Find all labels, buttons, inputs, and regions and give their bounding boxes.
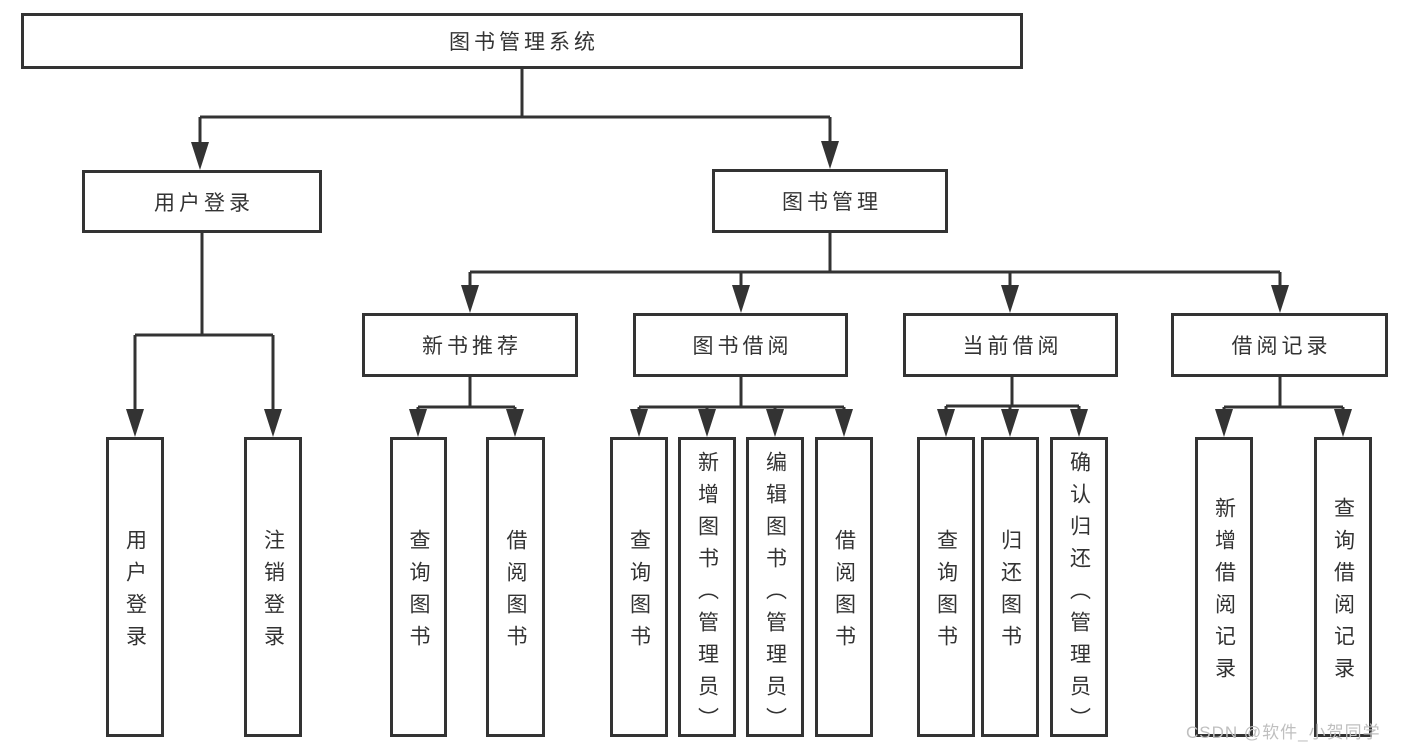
leaf-label: 归还图书: [998, 528, 1022, 657]
node-label: 新书推荐: [422, 335, 522, 358]
leaf-logout: 注销登录: [244, 437, 302, 737]
node-label: 当前借阅: [962, 335, 1063, 358]
leaf-label: 注销登录: [261, 528, 285, 657]
leaf-user-login: 用户登录: [106, 437, 164, 737]
node-user-login: 用户登录: [82, 170, 322, 233]
node-label: 图书管理: [782, 191, 882, 214]
node-book-management: 图书管理: [712, 169, 948, 233]
leaf-label: 用户登录: [123, 528, 147, 657]
leaf-edit-books-admin: 编辑图书（管理员）: [746, 437, 804, 739]
node-book-management-system: 图书管理系统: [21, 13, 1023, 69]
leaf-borrow-books-1: 借阅图书: [486, 437, 545, 737]
node-new-book-recommend: 新书推荐: [362, 313, 578, 377]
leaf-query-books-1: 查询图书: [390, 437, 447, 737]
leaf-label: 查询图书: [934, 528, 958, 657]
leaf-label: 借阅图书: [504, 528, 527, 657]
leaf-add-borrow-record: 新增借阅记录: [1195, 437, 1253, 737]
node-borrow-records: 借阅记录: [1171, 313, 1388, 377]
leaf-query-books-3: 查询图书: [917, 437, 975, 737]
leaf-label: 查询借阅记录: [1331, 496, 1355, 689]
leaf-label: 查询图书: [627, 528, 651, 657]
node-book-borrow: 图书借阅: [633, 313, 848, 377]
node-current-borrow: 当前借阅: [903, 313, 1118, 377]
leaf-label: 新增图书（管理员）: [695, 451, 719, 739]
leaf-label: 确认归还（管理员）: [1067, 451, 1091, 739]
leaf-label: 借阅图书: [832, 528, 856, 657]
leaf-return-books: 归还图书: [981, 437, 1039, 737]
node-label: 借阅记录: [1231, 335, 1332, 358]
node-label: 图书借阅: [692, 335, 793, 358]
node-label: 用户登录: [154, 191, 254, 215]
leaf-borrow-books-2: 借阅图书: [815, 437, 873, 737]
leaf-confirm-return-admin: 确认归还（管理员）: [1050, 437, 1108, 739]
arrowheads: [126, 141, 1352, 437]
node-label: 图书管理系统: [449, 31, 599, 54]
leaf-label: 新增借阅记录: [1212, 496, 1236, 689]
leaf-add-books-admin: 新增图书（管理员）: [678, 437, 736, 739]
leaf-label: 编辑图书（管理员）: [763, 451, 787, 739]
leaf-query-books-2: 查询图书: [610, 437, 668, 737]
leaf-query-borrow-record: 查询借阅记录: [1314, 437, 1372, 737]
watermark: CSDN @软件_小贺同学: [1186, 723, 1381, 742]
leaf-label: 查询图书: [407, 528, 430, 657]
